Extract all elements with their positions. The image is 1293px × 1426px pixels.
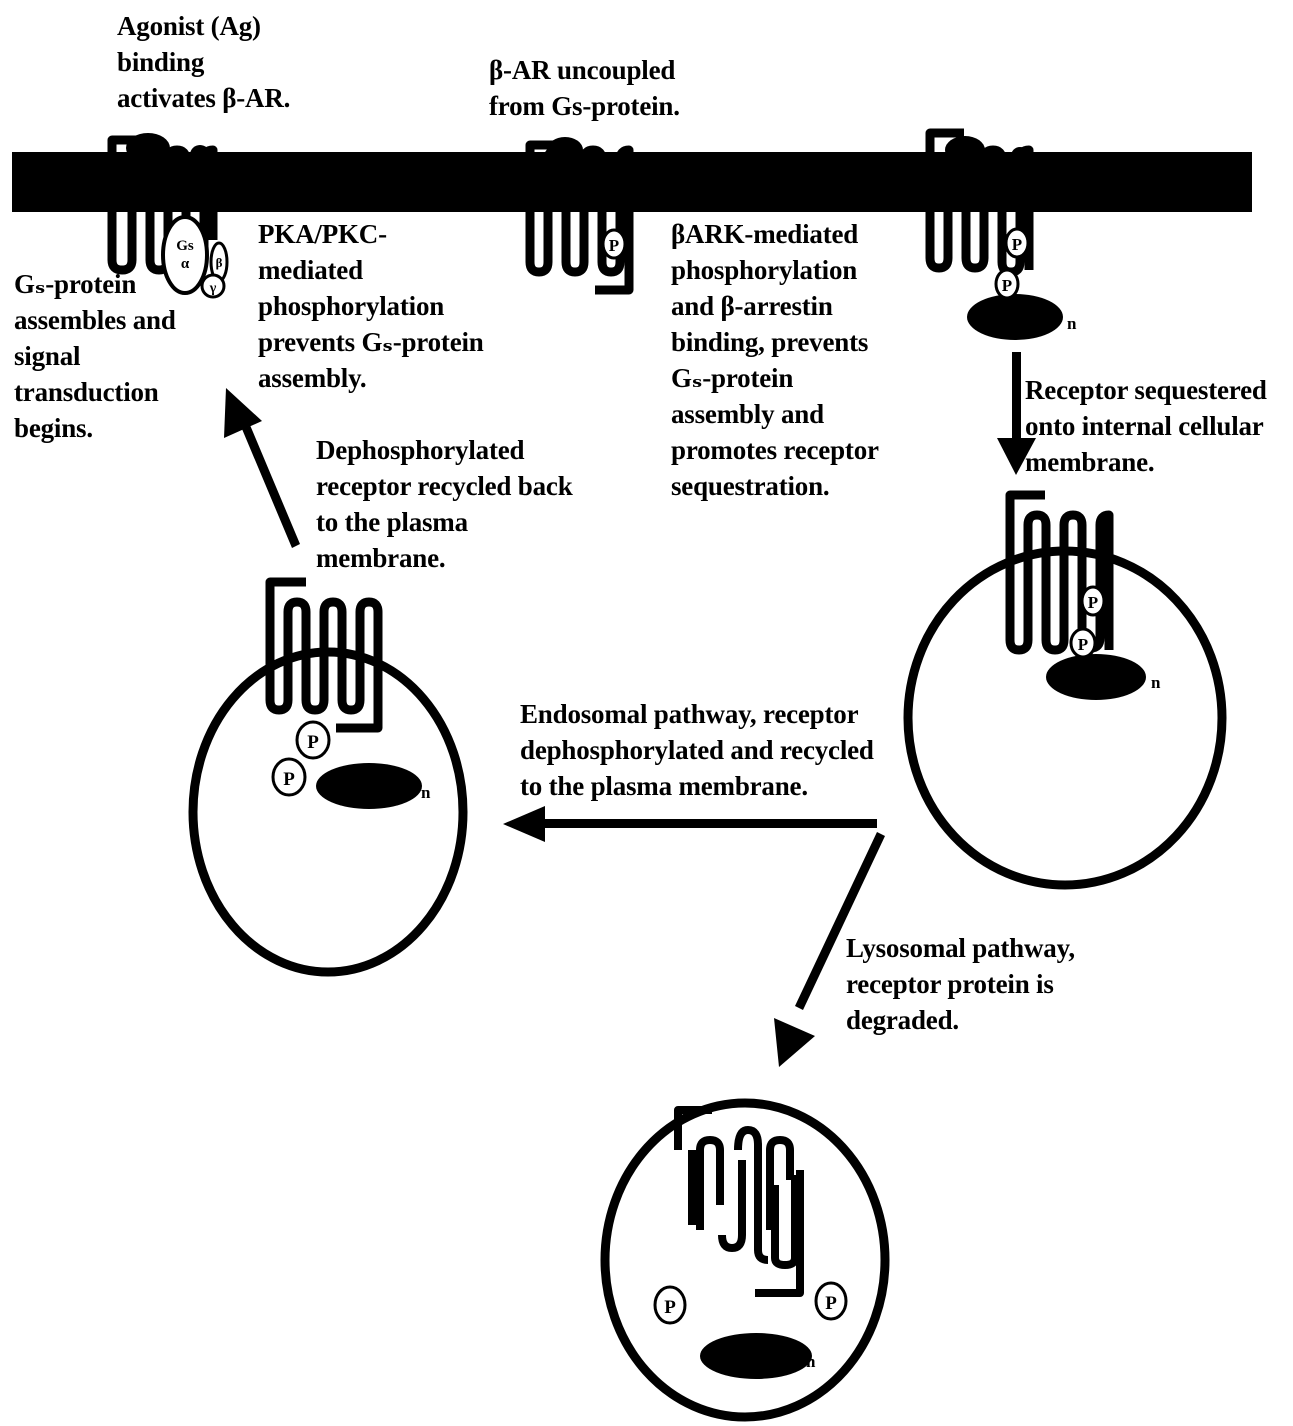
label-line: Agonist (Ag) bbox=[117, 11, 261, 41]
arrow-recycle-head bbox=[224, 388, 262, 438]
label-line: Receptor sequestered bbox=[1025, 375, 1267, 405]
label-line: signal bbox=[14, 341, 81, 371]
label-line: PKA/PKC- bbox=[258, 219, 387, 249]
label-line: to the plasma bbox=[316, 507, 468, 537]
label-line: β-AR uncoupled bbox=[489, 55, 676, 85]
label-line: Gₛ-protein bbox=[14, 269, 137, 299]
gs-alpha-label-bottom: α bbox=[181, 256, 190, 272]
label-line: assembly and bbox=[671, 399, 824, 429]
agonist-bound bbox=[945, 136, 985, 164]
arrow-lysosomal-head bbox=[774, 1018, 815, 1067]
label-line: assembles and bbox=[14, 305, 176, 335]
agonist-bound bbox=[547, 137, 583, 163]
gs-alpha-label-top: Gs bbox=[176, 238, 194, 254]
label-line: from Gs-protein. bbox=[489, 91, 680, 121]
label-line: promotes receptor bbox=[671, 435, 879, 465]
label-line: begins. bbox=[14, 413, 93, 443]
phosphate-circle bbox=[994, 268, 1020, 300]
label-uncoupled: β-AR uncoupled from Gs-protein. bbox=[489, 52, 680, 124]
arrestin-suffix: n bbox=[421, 783, 431, 802]
phosphate-circle bbox=[814, 1281, 848, 1321]
phosphate-label: P bbox=[1078, 635, 1088, 654]
arrow-sequestration-head bbox=[997, 438, 1036, 475]
phosphate-label: P bbox=[609, 236, 619, 255]
phosphate-circle bbox=[653, 1285, 687, 1325]
receptor-sequestered bbox=[1005, 490, 1114, 655]
phosphate-circle bbox=[601, 228, 627, 260]
label-line: phosphorylation bbox=[671, 255, 858, 285]
arrow-sequestration-shaft bbox=[1012, 352, 1021, 442]
label-line: binding bbox=[117, 47, 205, 77]
phosphate-label: P bbox=[283, 769, 295, 790]
arrestin-suffix: n bbox=[806, 1352, 816, 1371]
label-line: sequestration. bbox=[671, 471, 830, 501]
gs-alpha-subunit bbox=[161, 215, 209, 295]
label-line: degraded. bbox=[846, 1005, 959, 1035]
label-endosomal-pathway: Endosomal pathway, receptor dephosphoryl… bbox=[520, 696, 874, 804]
agonist-dot bbox=[190, 145, 210, 165]
label-line: onto internal cellular bbox=[1025, 411, 1264, 441]
label-line: to the plasma membrane. bbox=[520, 771, 808, 801]
label-line: Dephosphorylated bbox=[316, 435, 525, 465]
phosphate-circle bbox=[295, 720, 331, 760]
label-line: receptor protein is bbox=[846, 969, 1054, 999]
label-agonist-binding: Agonist (Ag) binding activates β-AR. bbox=[117, 8, 290, 116]
phosphate-label: P bbox=[1088, 593, 1098, 612]
arrestin-molecule bbox=[967, 294, 1063, 340]
label-gs-assembles: Gₛ-protein assembles and signal transduc… bbox=[14, 266, 176, 446]
phosphate-label: P bbox=[664, 1297, 676, 1318]
phosphate-label: P bbox=[825, 1293, 837, 1314]
phosphate-label: P bbox=[1002, 276, 1012, 295]
label-line: receptor recycled back bbox=[316, 471, 573, 501]
arrestin-molecule bbox=[700, 1333, 812, 1379]
receptor-dephosphorylated bbox=[265, 577, 383, 733]
arrow-lysosomal-shaft bbox=[795, 832, 885, 1010]
gs-gamma-subunit bbox=[200, 273, 226, 299]
vesicle-lysosome bbox=[600, 1098, 890, 1422]
arrestin-molecule bbox=[1046, 654, 1146, 700]
gs-gamma-label: γ bbox=[209, 281, 217, 296]
label-pka-pkc: PKA/PKC- mediated phosphorylation preven… bbox=[258, 216, 484, 396]
label-lysosomal-pathway: Lysosomal pathway, receptor protein is d… bbox=[846, 930, 1075, 1038]
arrow-endosomal-shaft bbox=[525, 819, 877, 828]
label-line: Endosomal pathway, receptor bbox=[520, 699, 859, 729]
label-line: Lysosomal pathway, bbox=[846, 933, 1075, 963]
phosphate-circle bbox=[1069, 627, 1097, 659]
arrestin-suffix: n bbox=[1067, 314, 1077, 333]
label-line: phosphorylation bbox=[258, 291, 445, 321]
label-sequestered: Receptor sequestered onto internal cellu… bbox=[1025, 372, 1267, 480]
label-line: assembly. bbox=[258, 363, 367, 393]
agonist-bound bbox=[126, 133, 170, 163]
gs-beta-label: β bbox=[216, 255, 223, 270]
label-line: membrane. bbox=[316, 543, 446, 573]
label-line: activates β-AR. bbox=[117, 83, 291, 113]
label-bark-phosphorylation: βARK-mediated phosphorylation and β-arre… bbox=[671, 216, 879, 504]
phosphate-label: P bbox=[307, 732, 319, 753]
phosphate-circle bbox=[1004, 227, 1030, 259]
label-line: prevents Gₛ-protein bbox=[258, 327, 484, 357]
arrestin-suffix: n bbox=[1151, 673, 1161, 692]
phosphate-label: P bbox=[1012, 235, 1022, 254]
label-line: dephosphorylated and recycled bbox=[520, 735, 874, 765]
label-line: membrane. bbox=[1025, 447, 1155, 477]
gs-protein-complex: Gs α β γ bbox=[161, 215, 229, 299]
label-line: mediated bbox=[258, 255, 363, 285]
label-line: βARK-mediated bbox=[671, 219, 859, 249]
arrestin-molecule bbox=[316, 763, 422, 809]
receptor-degraded bbox=[674, 1106, 804, 1297]
arrow-recycle-shaft bbox=[242, 425, 300, 548]
label-line: and β-arrestin bbox=[671, 291, 833, 321]
label-line: binding, prevents bbox=[671, 327, 869, 357]
agonist-dot bbox=[1011, 147, 1029, 165]
label-line: Gₛ-protein bbox=[671, 363, 794, 393]
arrow-endosomal-head bbox=[503, 806, 545, 842]
phosphate-circle bbox=[1080, 585, 1106, 617]
phosphate-circle bbox=[271, 757, 307, 797]
label-recycled: Dephosphorylated receptor recycled back … bbox=[316, 432, 573, 576]
label-line: transduction bbox=[14, 377, 159, 407]
